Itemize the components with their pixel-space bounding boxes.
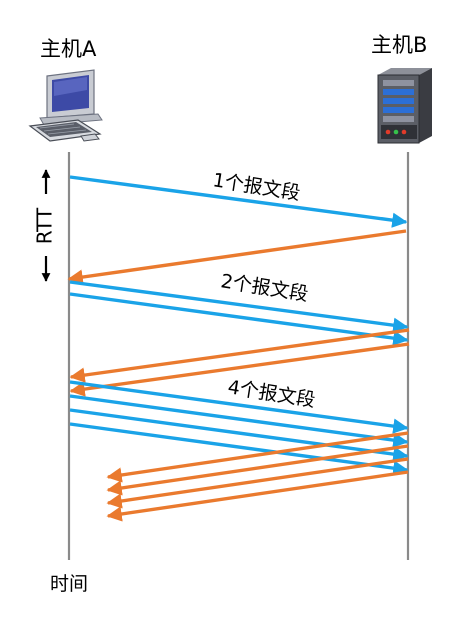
data-segment-arrow: [69, 292, 409, 346]
time-axis-label: 时间: [50, 573, 88, 595]
data-segment-arrow: [69, 280, 409, 333]
host-a-label: 主机A: [40, 37, 97, 61]
data-segment-arrow: [69, 408, 409, 462]
round-2-label: 2个报文段: [219, 270, 309, 306]
round-3: 4个报文段: [69, 376, 409, 522]
ack-arrow: [69, 328, 410, 383]
ack-arrow: [106, 444, 409, 496]
data-segment-arrow: [69, 394, 409, 448]
ack-arrow: [106, 431, 409, 483]
data-segment-arrow: [69, 422, 409, 476]
ack-arrow: [69, 342, 410, 397]
rtt-indicator: RTT: [33, 169, 57, 282]
ack-arrow: [106, 470, 409, 522]
data-segment-arrow: [69, 380, 409, 434]
ack-arrow: [106, 457, 409, 509]
host-b-label: 主机B: [371, 33, 427, 57]
server-tower-icon: [377, 68, 432, 144]
round-2: 2个报文段: [69, 270, 410, 397]
desktop-computer-icon: [28, 69, 103, 142]
rtt-label: RTT: [33, 207, 57, 244]
data-segment-arrow: [69, 175, 408, 228]
ack-arrow: [67, 229, 407, 285]
round-1: 1个报文段: [67, 169, 408, 285]
